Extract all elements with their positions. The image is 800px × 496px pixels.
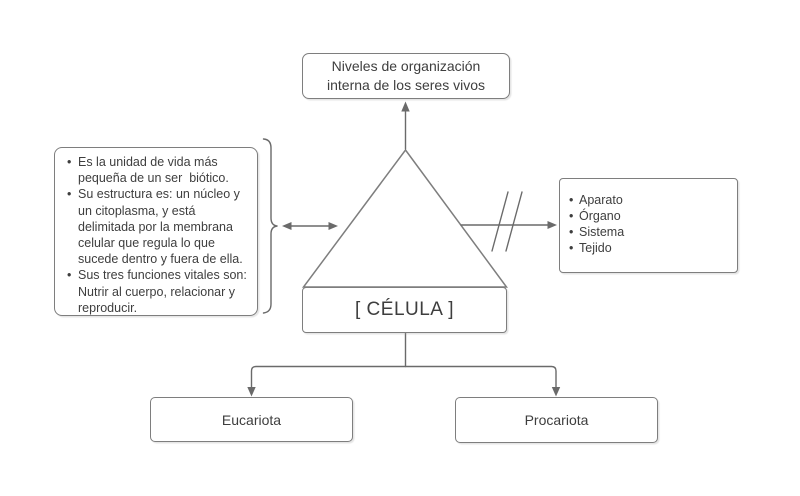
organization-levels-list: Aparato Órgano Sistema Tejido: [569, 192, 731, 256]
cell-description-item: Sus tres funciones vitales son: Nutrir a…: [67, 267, 253, 316]
organization-level-item: Tejido: [569, 240, 731, 256]
celula-label: [ CÉLULA ]: [355, 299, 454, 320]
procariota-label: Procariota: [524, 412, 589, 428]
organization-level-item: Órgano: [569, 208, 731, 224]
double-arrow-left-head-icon: [282, 222, 292, 230]
broken-link-slash-1-icon: [491, 191, 509, 252]
eucariota-arrow-head-icon: [247, 387, 256, 397]
arrow-up-head-icon: [401, 101, 410, 112]
broken-link-arrow-head-icon: [547, 221, 557, 229]
cell-description-list: Es la unidad de vida más pequeña de un s…: [67, 154, 253, 316]
title-text: Niveles de organización interna de los s…: [327, 58, 485, 93]
procariota-box[interactable]: Procariota: [455, 397, 658, 443]
eucariota-box[interactable]: Eucariota: [150, 397, 353, 442]
broken-link-slash-2-icon: [505, 191, 523, 252]
organization-level-item: Sistema: [569, 224, 731, 240]
eucariota-label: Eucariota: [221, 411, 282, 428]
bottom-connector-branches: [250, 365, 557, 391]
procariota-arrow-head-icon: [551, 387, 561, 397]
double-arrow-right-head-icon: [328, 222, 338, 230]
title-box[interactable]: Niveles de organización interna de los s…: [302, 53, 510, 99]
pyramid-triangle[interactable]: [302, 148, 508, 288]
cell-description-item: Su estructura es: un núcleo y un citopla…: [67, 186, 253, 267]
left-brace-icon: [262, 138, 278, 314]
cell-description-item: Es la unidad de vida más pequeña de un s…: [67, 154, 253, 186]
organization-level-item: Aparato: [569, 192, 731, 208]
cell-description-box[interactable]: Es la unidad de vida más pequeña de un s…: [54, 147, 258, 316]
organization-levels-box[interactable]: Aparato Órgano Sistema Tejido: [559, 178, 738, 273]
celula-box[interactable]: [ CÉLULA ]: [302, 287, 507, 333]
